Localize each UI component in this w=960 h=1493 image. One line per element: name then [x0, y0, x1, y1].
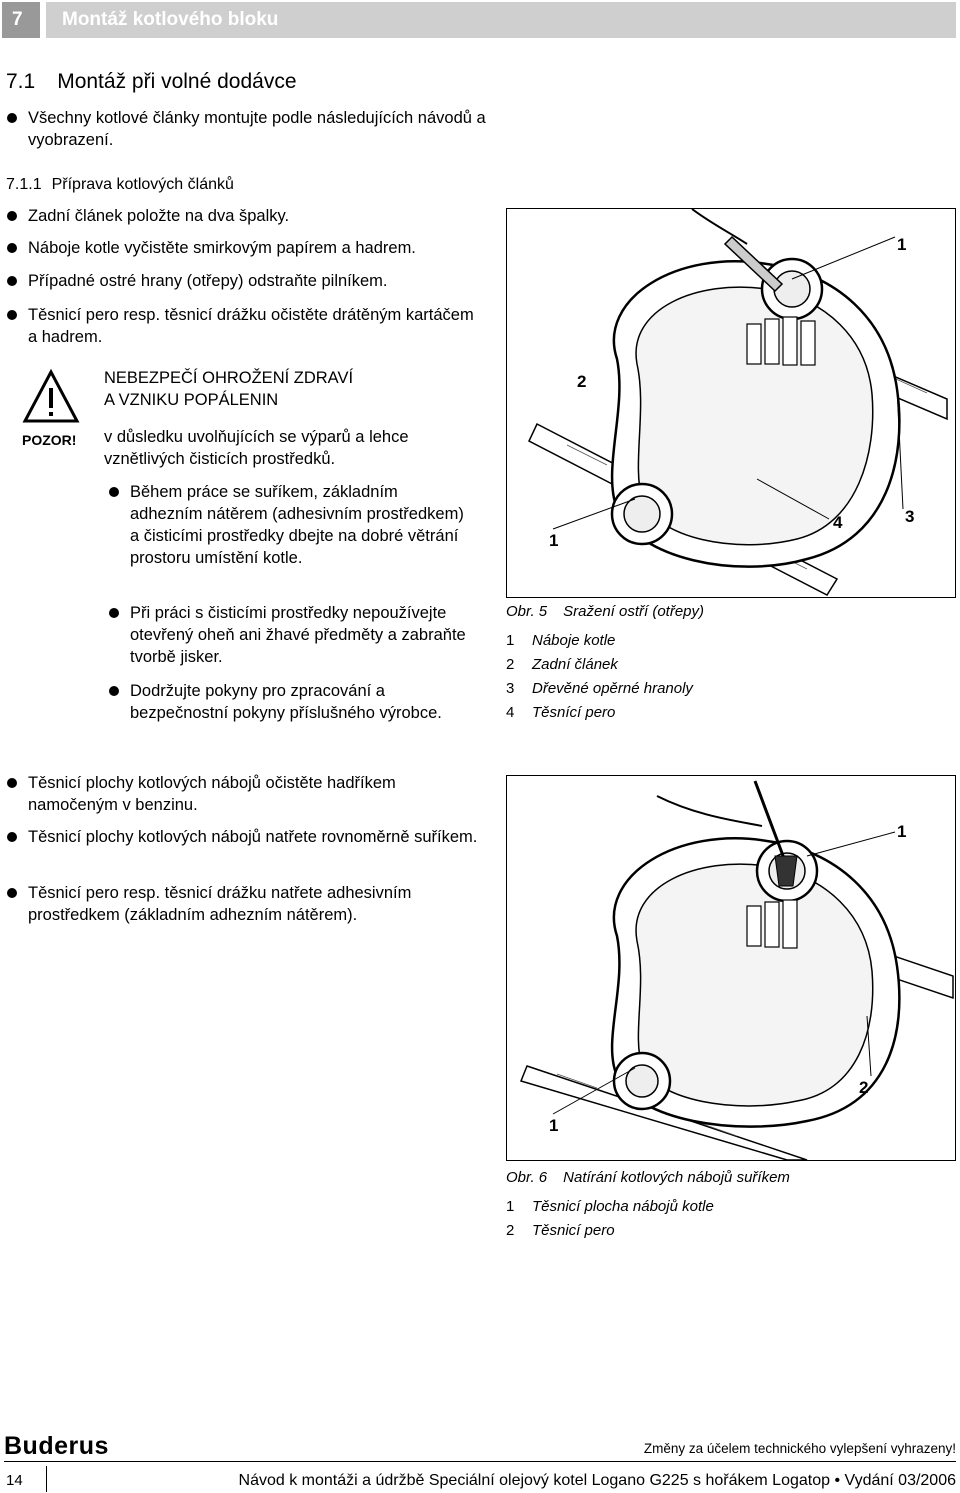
warning-title-line: A VZNIKU POPÁLENIN	[104, 391, 279, 409]
callout-label: 1	[549, 531, 559, 550]
caption-number: Obr. 6	[506, 1169, 548, 1186]
legend-number: 2	[506, 1222, 515, 1239]
legend-item: 2 Zadní článek	[506, 653, 693, 677]
callout-label: 2	[859, 1078, 869, 1097]
page-number: 14	[6, 1472, 23, 1489]
figure-6-legend: 1 Těsnicí plocha nábojů kotle 2 Těsnicí pe…	[506, 1195, 714, 1243]
section-heading: 7.1 Montáž při volné dodávce	[6, 70, 297, 94]
legend-item: 1 Náboje kotle	[506, 629, 693, 653]
figure-6: 1 2 1	[506, 775, 956, 1161]
bullet-item: Těsnicí plochy kotlových nábojů očistěte…	[6, 772, 478, 816]
footer-separator	[46, 1466, 47, 1492]
boiler-section-illustration	[528, 208, 948, 596]
bullet-item: Těsnicí pero resp. těsnicí drážku natřet…	[6, 882, 478, 926]
legend-text: Zadní článek	[532, 656, 618, 673]
callout-label: 1	[549, 1116, 559, 1135]
chapter-number: 7	[2, 2, 40, 38]
callout-label: 4	[833, 513, 843, 532]
figure-5-caption: Obr. 5 Sražení ostří (otřepy)	[506, 603, 704, 620]
legend-item: 4 Těsnící pero	[506, 701, 693, 725]
warning-triangle-icon	[22, 368, 80, 423]
document-title: Návod k montáži a údržbě Speciální olejo…	[238, 1472, 956, 1489]
legend-text: Těsnicí pero	[532, 1222, 615, 1239]
brand-logo: Buderus	[4, 1432, 109, 1460]
intro-bullet: Všechny kotlové články montujte podle ná…	[6, 107, 498, 151]
warning-bullet: Dodržujte pokyny pro zpracování a bezpeč…	[108, 680, 450, 724]
footer-divider	[4, 1461, 956, 1462]
warning-title-line: NEBEZPEČÍ OHROŽENÍ ZDRAVÍ	[104, 369, 354, 387]
callout-label: 1	[897, 822, 907, 841]
warning-bullet: Při práci s čisticími prostředky nepouží…	[108, 602, 470, 668]
legend-text: Těsnící pero	[532, 704, 616, 721]
legend-item: 2 Těsnicí pero	[506, 1219, 714, 1243]
legend-number: 1	[506, 632, 515, 649]
subsection-title: Příprava kotlových článků	[51, 176, 234, 193]
legend-text: Těsnicí plocha nábojů kotle	[532, 1198, 714, 1215]
legend-item: 3 Dřevěné opěrné hranoly	[506, 677, 693, 701]
warning-bullet: Během práce se suříkem, základním adhezn…	[108, 481, 470, 569]
warning-title: NEBEZPEČÍ OHROŽENÍ ZDRAVÍ A VZNIKU POPÁL…	[104, 367, 353, 411]
bullet-item: Těsnicí pero resp. těsnicí drážku očistě…	[6, 304, 478, 348]
legend-number: 1	[506, 1198, 515, 1215]
warning-label: POZOR!	[22, 432, 77, 448]
caption-title: Natírání kotlových nábojů suříkem	[563, 1169, 790, 1186]
section-title: Montáž při volné dodávce	[57, 70, 297, 93]
legend-number: 2	[506, 656, 515, 673]
legend-text: Dřevěné opěrné hranoly	[532, 680, 693, 697]
subsection-number: 7.1.1	[6, 176, 42, 193]
caption-title: Sražení ostří (otřepy)	[563, 603, 705, 620]
section-number: 7.1	[6, 70, 36, 93]
bullet-item: Těsnicí plochy kotlových nábojů natřete …	[6, 826, 478, 848]
subsection-heading: 7.1.1 Příprava kotlových článků	[6, 176, 234, 194]
callout-label: 3	[905, 507, 915, 526]
footer-note: Změny za účelem technického vylepšení vy…	[643, 1441, 956, 1456]
bullet-item: Náboje kotle vyčistěte smirkovým papírem…	[6, 237, 498, 259]
callout-label: 2	[577, 372, 587, 391]
figure-5: 1 2 1 4 3	[506, 208, 956, 598]
legend-number: 3	[506, 680, 515, 697]
callout-label: 1	[897, 235, 907, 254]
bullet-item: Zadní článek položte na dva špalky.	[6, 205, 498, 227]
caption-number: Obr. 5	[506, 603, 548, 620]
chapter-title: Montáž kotlového bloku	[46, 2, 956, 38]
legend-item: 1 Těsnicí plocha nábojů kotle	[506, 1195, 714, 1219]
legend-number: 4	[506, 704, 515, 721]
legend-text: Náboje kotle	[532, 632, 616, 649]
boiler-painting-illustration	[519, 780, 954, 1161]
figure-6-caption: Obr. 6 Natírání kotlových nábojů suříkem	[506, 1169, 790, 1186]
bullet-item: Případné ostré hrany (otřepy) odstraňte …	[6, 270, 498, 292]
warning-text: v důsledku uvolňujících se výparů a lehc…	[104, 428, 409, 468]
figure-5-legend: 1 Náboje kotle 2 Zadní článek 3 Dřevěné opě…	[506, 629, 693, 725]
